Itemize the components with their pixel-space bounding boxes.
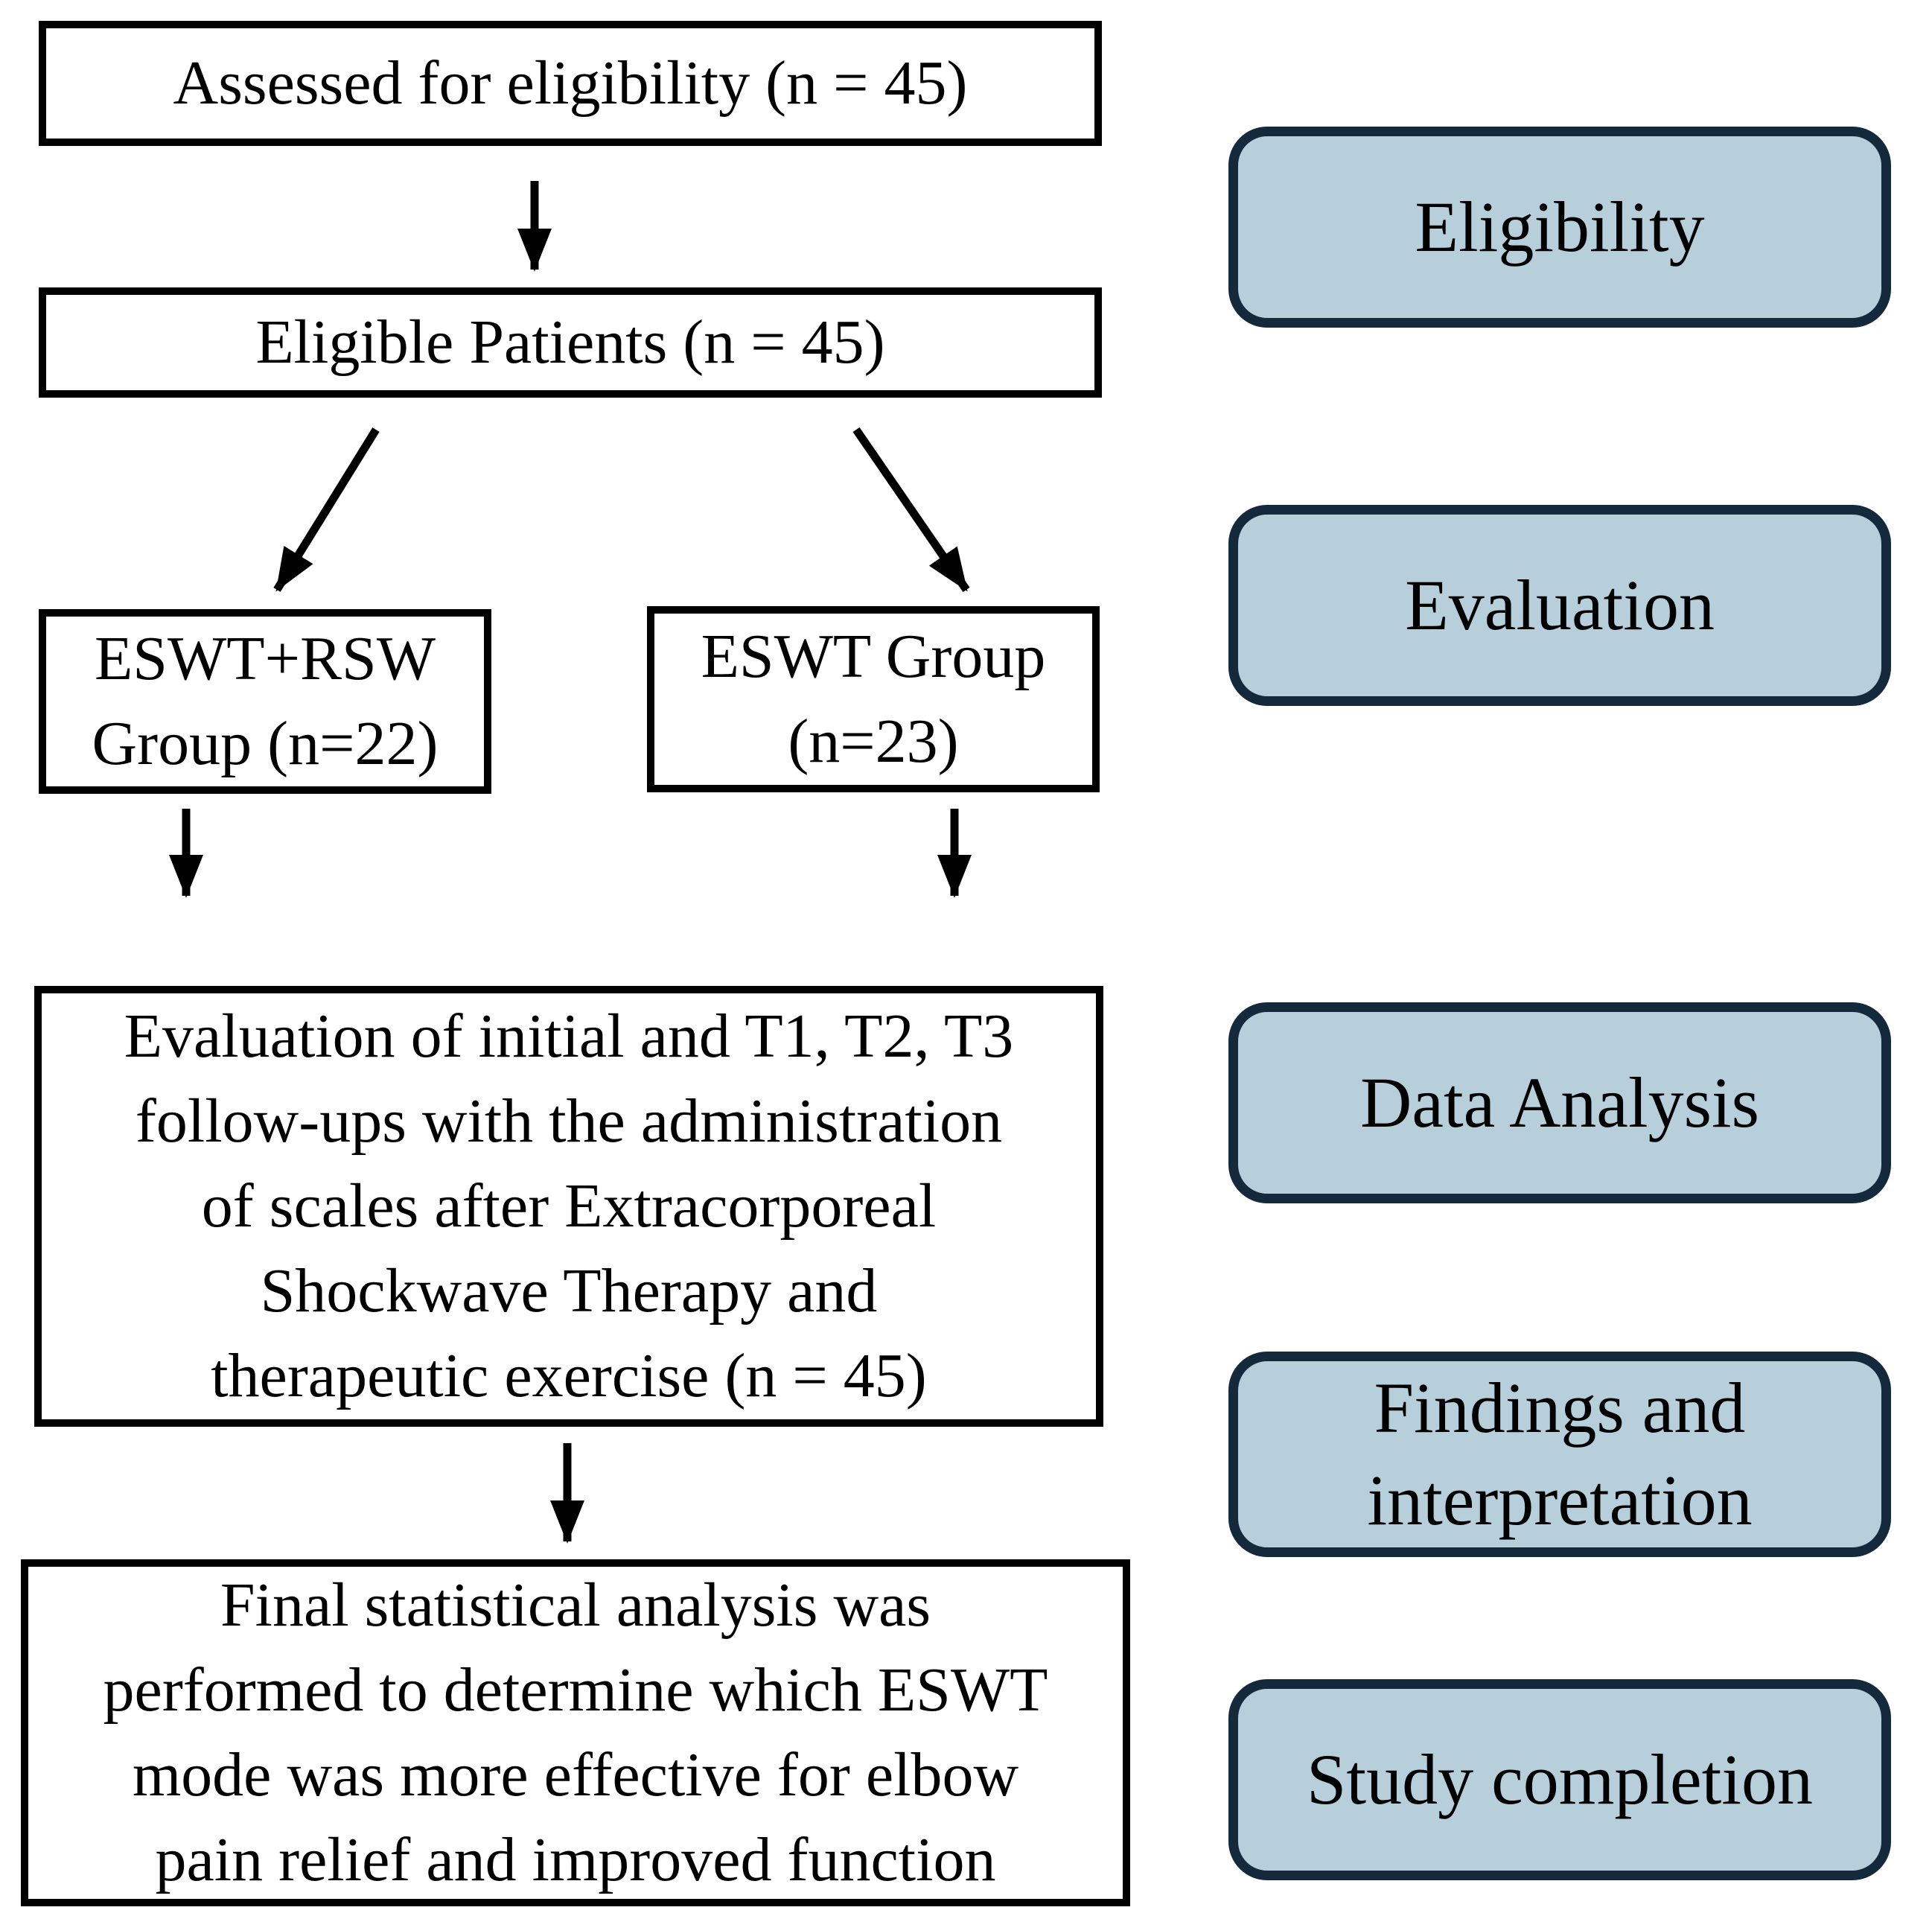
stage-box-study-completion: Study completion: [1228, 1679, 1891, 1880]
flow-box-eswt-group-text: ESWT Group (n=23): [701, 622, 1046, 776]
stage-box-eligibility-label: Eligibility: [1415, 187, 1705, 267]
flow-box-followup-evaluation-text: Evaluation of initial and T1, T2, T3 fol…: [124, 1002, 1014, 1410]
stage-box-findings-interpretation-label: Findings and interpretation: [1367, 1368, 1753, 1540]
arrow-eligible-to-eswt-group: [852, 427, 970, 593]
stage-box-data-analysis-label: Data Analysis: [1360, 1063, 1759, 1142]
stage-box-eligibility: Eligibility: [1228, 127, 1891, 328]
stage-box-findings-interpretation: Findings and interpretation: [1228, 1352, 1891, 1557]
stage-box-evaluation-label: Evaluation: [1405, 565, 1715, 645]
stage-box-evaluation: Evaluation: [1228, 505, 1891, 706]
flow-box-assessed-text: Assessed for eligibility (n = 45): [173, 48, 968, 118]
flow-box-assessed: Assessed for eligibility (n = 45): [39, 21, 1102, 146]
arrow-eligible-to-eswt-rsw-group: [273, 427, 380, 592]
flow-box-final-analysis-text: Final statistical analysis was performed…: [103, 1570, 1048, 1894]
stage-box-study-completion-label: Study completion: [1307, 1740, 1813, 1819]
flow-box-followup-evaluation: Evaluation of initial and T1, T2, T3 fol…: [34, 986, 1103, 1427]
stage-box-data-analysis: Data Analysis: [1228, 1002, 1891, 1203]
flow-box-eswt-group: ESWT Group (n=23): [647, 606, 1100, 792]
flow-box-eswt-rsw-group: ESWT+RSW Group (n=22): [39, 609, 491, 794]
flow-box-final-analysis: Final statistical analysis was performed…: [21, 1559, 1130, 1906]
flow-box-eligible-patients: Eligible Patients (n = 45): [39, 287, 1102, 398]
flow-box-eswt-rsw-group-text: ESWT+RSW Group (n=22): [92, 624, 439, 778]
flow-box-eligible-patients-text: Eligible Patients (n = 45): [255, 308, 885, 377]
